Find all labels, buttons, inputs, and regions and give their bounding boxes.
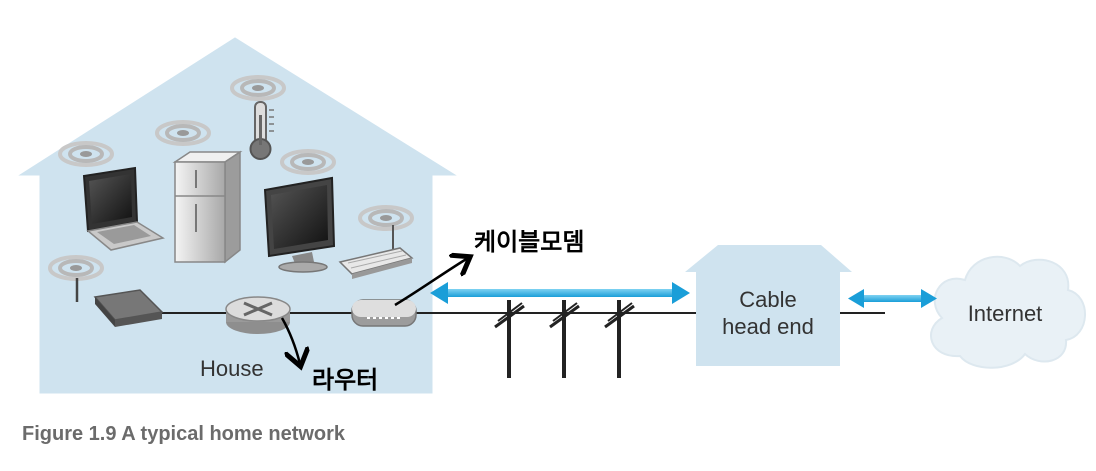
laptop-icon (82, 166, 165, 251)
headend-label-line2: head end (722, 314, 814, 339)
utility-pole-icon (494, 300, 525, 378)
annotation-router: 라우터 (312, 366, 378, 394)
figure-caption: Figure 1.9 A typical home network (22, 423, 346, 445)
double-arrow-icon (848, 289, 937, 308)
wifi-signal-icon-keyboard (358, 205, 414, 231)
internet-label: Internet (968, 301, 1043, 326)
cable-modem-icon (351, 299, 417, 327)
house-label: House (200, 356, 264, 381)
double-arrow-icon (430, 282, 690, 304)
wifi-signal-icon-pc (280, 149, 336, 175)
wifi-signal-icon-thermostat (230, 75, 286, 101)
utility-pole-icon (604, 300, 635, 378)
thermometer-icon (249, 101, 274, 160)
internet-cloud-icon (930, 255, 1086, 369)
utility-pole-icon (549, 300, 580, 378)
headend-label-line1: Cable (739, 287, 796, 312)
wireless-access-point-icon (75, 278, 164, 327)
wifi-signal-icon-laptop (58, 141, 114, 167)
annotation-cable-modem: 케이블모뎀 (474, 228, 584, 256)
router-icon (225, 296, 291, 334)
wireless-keyboard-icon (338, 225, 414, 279)
refrigerator-icon (172, 150, 243, 264)
desktop-monitor-icon (263, 176, 336, 273)
annotation-arrow-router (280, 317, 300, 364)
annotation-arrow-modem (394, 258, 468, 307)
wifi-signal-icon-fridge (155, 120, 211, 146)
cable-head-end-shape (685, 245, 852, 366)
